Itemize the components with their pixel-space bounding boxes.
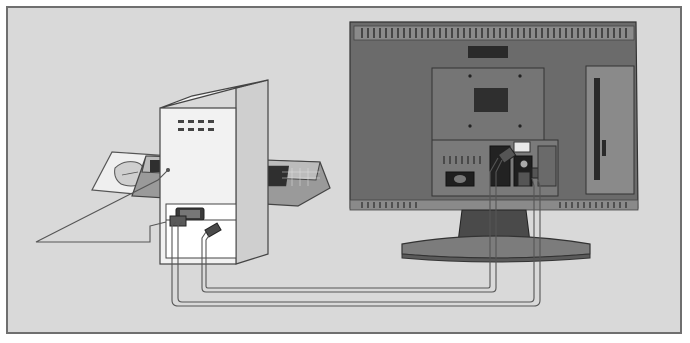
mouse-cable (35, 169, 169, 243)
vga-cable (171, 179, 541, 307)
tv-monitor-icon (349, 21, 639, 263)
desktop-tower-icon (159, 79, 269, 265)
cables (35, 157, 541, 307)
audio-cable (201, 159, 503, 293)
